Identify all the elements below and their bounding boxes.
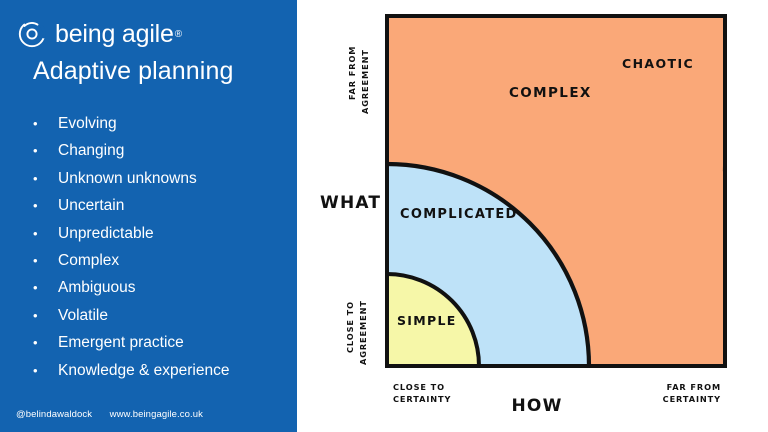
list-item-label: Ambiguous — [58, 279, 136, 297]
bullet-glyph: • — [33, 280, 38, 296]
x-tick-far-from-certainty: FAR FROM CERTAINTY — [663, 382, 722, 404]
list-item: • Unknown unknowns — [33, 165, 283, 192]
region-simple — [387, 272, 481, 366]
y-tick-far-from-agreement: FAR FROM AGREEMENT — [347, 46, 370, 114]
list-item: • Knowledge & experience — [33, 357, 283, 384]
list-item: • Emergent practice — [33, 329, 283, 356]
list-item-label: Unpredictable — [58, 224, 154, 242]
x-tick-close-to-certainty: CLOSE TO CERTAINTY — [393, 382, 452, 404]
plot-frame — [385, 14, 727, 368]
list-item: • Volatile — [33, 302, 283, 329]
bullet-glyph: • — [33, 116, 38, 131]
svg-text:AGREEMENT: AGREEMENT — [360, 49, 370, 114]
y-axis-label: WHAT — [320, 193, 381, 213]
bullet-glyph: • — [33, 198, 38, 214]
brand-name: being agile — [55, 19, 174, 48]
list-item: • Changing — [33, 137, 283, 164]
page-title: Adaptive planning — [33, 57, 234, 85]
bullet-glyph: • — [33, 170, 38, 186]
svg-text:CLOSE TO: CLOSE TO — [393, 382, 445, 392]
list-item-label: Complex — [58, 252, 120, 270]
footer-handle: @belindawaldock — [16, 409, 93, 420]
list-item: • Uncertain — [33, 192, 283, 219]
list-item: • Complex — [33, 247, 283, 274]
svg-text:CERTAINTY: CERTAINTY — [663, 394, 722, 404]
svg-text:AGREEMENT: AGREEMENT — [358, 300, 368, 365]
footer-website: www.beingagile.co.uk — [109, 409, 203, 420]
region-chaotic — [722, 145, 725, 174]
x-axis-label: HOW — [511, 396, 562, 416]
region-label-simple: SIMPLE — [397, 313, 457, 328]
svg-text:CERTAINTY: CERTAINTY — [393, 394, 452, 404]
bullet-glyph: • — [33, 362, 38, 378]
svg-text:CLOSE TO: CLOSE TO — [345, 301, 355, 353]
svg-text:FAR FROM: FAR FROM — [347, 46, 357, 100]
list-item-label: Changing — [58, 142, 125, 160]
y-tick-close-to-agreement: CLOSE TO AGREEMENT — [345, 300, 368, 365]
registered-mark: ® — [174, 28, 183, 40]
cynefin-diagram: COMPLEX CHAOTIC COMPLICATED SIMPLE WHAT … — [297, 0, 768, 432]
brand-lockup: being agile ® — [18, 17, 182, 51]
sidebar-panel: being agile ® Adaptive planning • Evolvi… — [0, 0, 297, 432]
bullet-glyph: • — [33, 225, 38, 241]
bullet-glyph: • — [33, 335, 38, 351]
bullet-list: • Evolving • Changing • Unknown unknowns… — [33, 110, 283, 384]
region-label-complicated: COMPLICATED — [400, 207, 518, 222]
bullet-glyph: • — [33, 253, 38, 269]
region-label-complex: COMPLEX — [509, 85, 592, 101]
being-agile-circle-icon — [18, 20, 46, 48]
list-item-label: Evolving — [58, 115, 117, 132]
list-item: • Unpredictable — [33, 220, 283, 247]
list-item-label: Uncertain — [58, 197, 125, 215]
list-item-label: Emergent practice — [58, 334, 184, 352]
footer: @belindawaldock www.beingagile.co.uk — [16, 409, 203, 420]
list-item: • Ambiguous — [33, 274, 283, 301]
list-item-label: Knowledge & experience — [58, 361, 230, 379]
region-label-chaotic: CHAOTIC — [622, 56, 694, 71]
svg-text:FAR FROM: FAR FROM — [667, 382, 721, 392]
bullet-glyph: • — [33, 143, 38, 159]
bullet-glyph: • — [33, 307, 38, 323]
list-item-label: Unknown unknowns — [58, 169, 197, 187]
list-item: • Evolving — [33, 110, 283, 137]
list-item-label: Volatile — [58, 306, 108, 324]
